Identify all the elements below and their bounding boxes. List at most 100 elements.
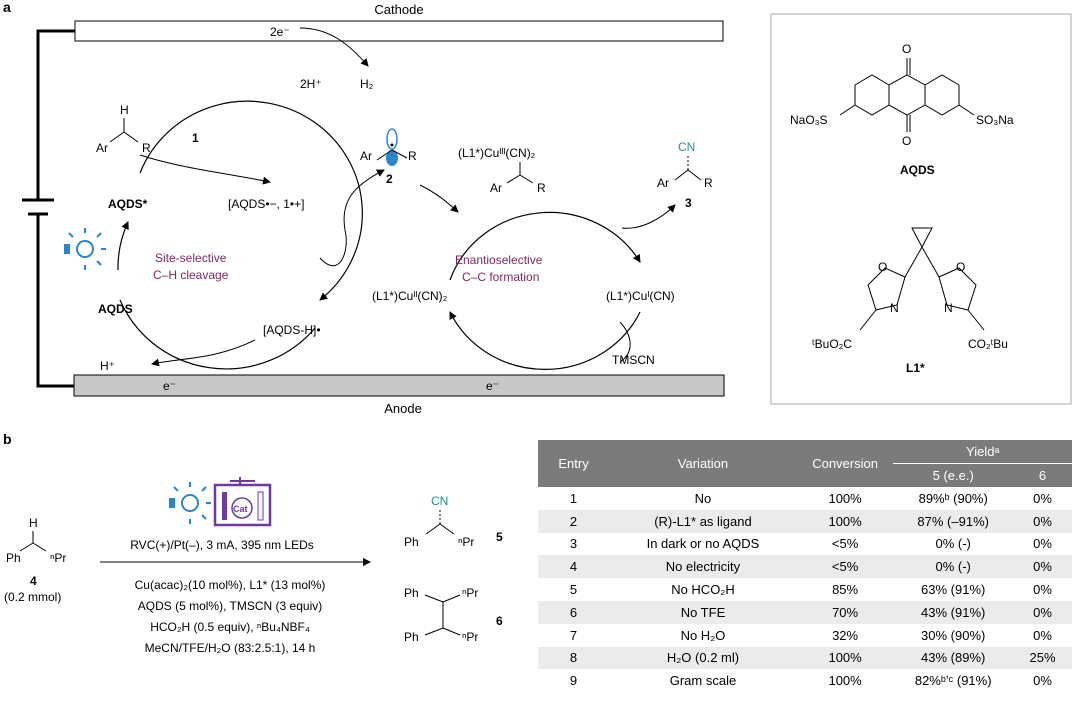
anode-electron-2: e⁻ (486, 379, 499, 393)
light-bulb-icon (64, 228, 106, 270)
svg-text:H: H (120, 103, 129, 117)
aqds-h-label: [AQDS-H]• (263, 323, 321, 337)
ligand-o-right: O (956, 260, 965, 274)
tmscn-in-arrow (619, 321, 631, 363)
ligand-name: L1* (906, 361, 925, 375)
condition-line-1: Cu(acac)₂(10 mol%), L1* (13 mol%) (135, 578, 326, 592)
radical-path-arrow (319, 169, 385, 266)
cycle-2-arc-top (449, 211, 641, 281)
cathode-protons: 2H⁺ (300, 77, 322, 91)
svg-text:1: 1 (192, 131, 199, 145)
table-row: 3 In dark or no AQDS <5% 0% (-) 0% (538, 532, 1072, 556)
aqds-oxo-bottom: O (902, 134, 911, 148)
svg-text:Ar: Ar (490, 181, 502, 195)
panel-a-label: a (3, 0, 11, 15)
anode-electron-1: e⁻ (163, 379, 176, 393)
conditions-top: RVC(+)/Pt(–), 3 mA, 395 nm LEDs (130, 538, 314, 552)
svg-text:5: 5 (496, 530, 503, 544)
cathode-electrode (74, 20, 724, 42)
svg-text:Ar: Ar (96, 141, 108, 155)
aqds-star-label: AQDS* (108, 197, 148, 211)
product-5: CN Ph ⁿPr 5 (404, 494, 503, 549)
svg-text:Ph: Ph (404, 586, 419, 600)
svg-text:CN: CN (431, 494, 448, 508)
svg-text:R: R (142, 141, 151, 155)
svg-text:R: R (537, 181, 546, 195)
col-yield: Yieldᵃ (893, 440, 1072, 464)
anode-label: Anode (384, 401, 422, 416)
condition-line-4: MeCN/TFE/H₂O (83:2.5:1), 14 h (145, 641, 316, 655)
ligand-n-right: N (944, 301, 953, 315)
svg-text:ⁿPr: ⁿPr (462, 630, 478, 644)
cycle-2-title-line2: C–C formation (462, 270, 539, 284)
ligand-left-ester: ᵗBuO₂C (812, 337, 852, 351)
condition-line-2: AQDS (5 mol%), TMSCN (3 equiv) (138, 599, 322, 613)
cycle-2-arc-bottom (449, 311, 641, 371)
table-row: 4 No electricity <5% 0% (-) 0% (538, 555, 1072, 579)
svg-text:6: 6 (496, 614, 503, 628)
col-entry: Entry (538, 440, 610, 487)
svg-text:R: R (704, 176, 713, 190)
panel-b-label: b (3, 431, 12, 447)
radical-2: Ar R 2 (360, 128, 417, 186)
cu3-alkyl: Ar R (490, 162, 546, 195)
table-row: 7 No H₂O 32% 30% (90%) 0% (538, 623, 1072, 647)
svg-text:4: 4 (30, 574, 37, 588)
cathode-label: Cathode (374, 2, 423, 17)
cycle-1-arc-left (117, 221, 129, 271)
col-variation: Variation (609, 440, 797, 487)
col-conversion: Conversion (796, 440, 894, 487)
table-row: 5 No HCO₂H 85% 63% (91%) 0% (538, 578, 1072, 601)
substrate-1: H Ar R 1 (96, 103, 199, 155)
svg-text:Ph: Ph (404, 630, 419, 644)
substrate-in-arrow (139, 154, 271, 185)
circuit-wire-bottom (36, 214, 74, 388)
ligand-structure (859, 227, 985, 331)
aqds-structure (839, 58, 975, 132)
svg-text:(0.2 mmol): (0.2 mmol) (4, 590, 61, 604)
col-yield-6: 6 (1013, 463, 1072, 487)
table-row: 8 H₂O (0.2 ml) 100% 43% (89%) 25% (538, 646, 1072, 670)
svg-text:2: 2 (386, 172, 393, 186)
cu3-complex-label: (L1*)Cuᴵᴵᴵ(CN)₂ (458, 146, 536, 160)
condition-line-3: HCO₂H (0.5 equiv), ⁿBu₄NBF₄ (150, 620, 310, 634)
product-6: Ph Ph ⁿPr ⁿPr 6 (404, 586, 503, 644)
cycle-1-arc-right (139, 100, 363, 301)
product-3: CN Ar R 3 (657, 140, 713, 210)
electrochemical-cell-icon (213, 477, 272, 527)
col-yield-5: 5 (e.e.) (893, 463, 1014, 487)
svg-text:ⁿPr: ⁿPr (458, 535, 474, 549)
svg-text:Ph: Ph (6, 551, 21, 565)
light-bulb-icon (169, 482, 211, 524)
aqds-name: AQDS (900, 163, 935, 177)
table-row: 2 (R)-L1* as ligand 100% 87% (–91%) 0% (538, 509, 1072, 533)
cu1-complex-label: (L1*)Cuᴵ(CN) (606, 289, 675, 303)
table-row: 6 No TFE 70% 43% (91%) 0% (538, 600, 1072, 624)
ligand-o-left: O (878, 260, 887, 274)
cycle-2-title-line1: Enantioselective (455, 253, 543, 267)
svg-text:R: R (408, 149, 417, 163)
product-out-arrow (621, 204, 676, 229)
aqds-left-group: NaO₃S (790, 113, 828, 127)
structures-box (770, 13, 1072, 405)
proton-out-arrow (151, 339, 256, 367)
radical-to-copper-arrow (419, 184, 459, 213)
table-row: 9 Gram scale 100% 82%ᵇʼᶜ (91%) 0% (538, 669, 1072, 693)
cat-label: Cat (233, 504, 248, 514)
ligand-n-left: N (890, 301, 899, 315)
aqds-oxo-top: O (902, 42, 911, 56)
cu2-complex-label: (L1*)Cuᴵᴵ(CN)₂ (372, 289, 448, 303)
svg-text:ⁿPr: ⁿPr (462, 586, 478, 600)
aqds-label: AQDS (98, 302, 133, 316)
optimization-table: Entry Variation Conversion Yieldᵃ 5 (e.e… (538, 440, 1072, 693)
ligand-right-ester: CO₂ᵗBu (968, 337, 1008, 351)
h-plus-label: H⁺ (100, 359, 115, 373)
aqds-right-group: SO₃Na (976, 113, 1014, 127)
svg-text:Ph: Ph (404, 535, 419, 549)
cathode-electrons: 2e⁻ (270, 25, 290, 39)
svg-text:Ar: Ar (657, 176, 669, 190)
svg-text:Ar: Ar (360, 149, 372, 163)
svg-text:H: H (29, 516, 38, 530)
